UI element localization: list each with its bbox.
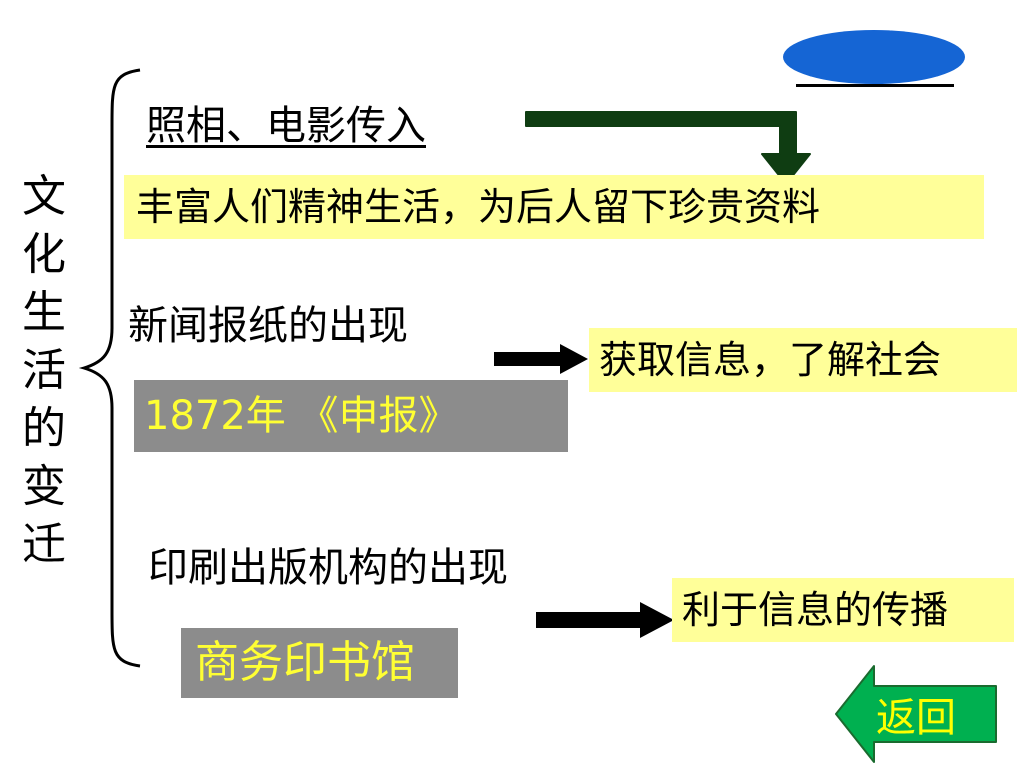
effect-text: 利于信息的传播	[682, 588, 949, 632]
effect-box-photo-film: 丰富人们精神生活，为后人留下珍贵资料	[124, 175, 984, 239]
curly-brace	[78, 68, 141, 668]
back-button[interactable]	[834, 664, 1000, 764]
heading-photo-film: 照相、电影传入	[146, 103, 426, 149]
title-char: 变	[22, 461, 66, 512]
title-char: 生	[22, 287, 66, 338]
example-box-publishing: 商务印书馆	[181, 628, 458, 698]
nav-oval-button[interactable]	[783, 30, 965, 84]
effect-box-publishing: 利于信息的传播	[672, 578, 1014, 642]
vertical-title: 文 化 生 活 的 变 迁	[16, 168, 72, 574]
effect-text: 获取信息，了解社会	[599, 338, 942, 382]
effect-box-newspaper: 获取信息，了解社会	[589, 328, 1017, 392]
arrow-right	[536, 602, 674, 638]
title-char: 化	[22, 229, 66, 280]
heading-publishing: 印刷出版机构的出现	[148, 545, 508, 591]
effect-text: 丰富人们精神生活，为后人留下珍贵资料	[136, 185, 821, 229]
example-text: 商务印书馆	[195, 637, 415, 688]
heading-newspaper: 新闻报纸的出现	[128, 303, 408, 349]
arrow-right	[494, 344, 588, 374]
example-box-newspaper: 1872年 《申报》	[134, 380, 568, 452]
oval-underline	[796, 84, 954, 87]
example-text: 1872年 《申报》	[144, 393, 459, 439]
title-char: 迁	[22, 519, 66, 570]
title-char: 活	[22, 345, 66, 396]
arrow-elbow-down	[525, 111, 811, 185]
title-char: 的	[22, 403, 66, 454]
title-char: 文	[22, 171, 66, 222]
